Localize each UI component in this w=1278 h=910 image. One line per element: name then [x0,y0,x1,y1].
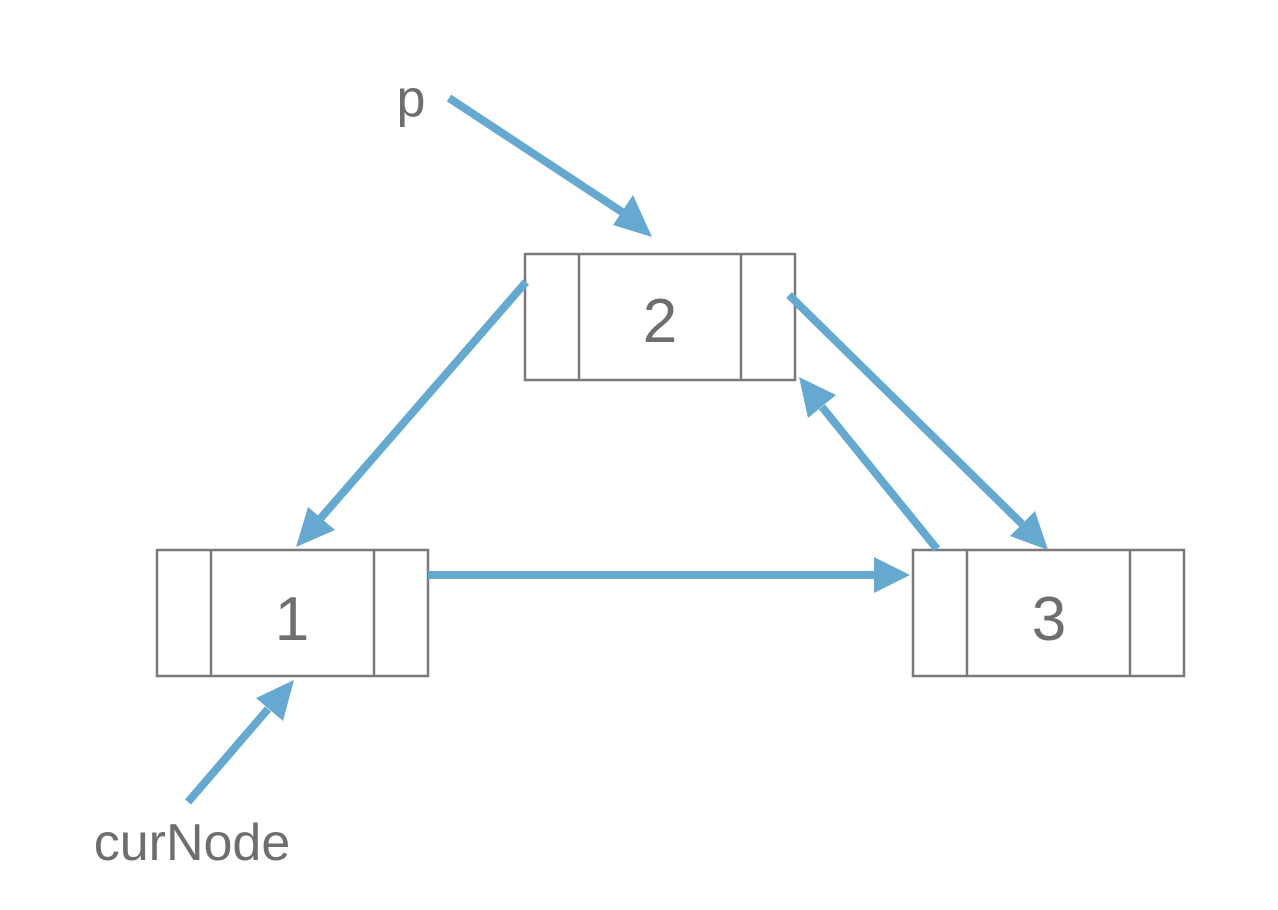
node-2: 2 [523,252,797,382]
pointer-label-p: p [397,70,426,128]
arrow-node-3-to-node-2 [799,377,941,552]
node-2-value: 2 [643,287,677,356]
node-2-outline [523,252,797,382]
arrow-p-to-node-2 [446,94,652,237]
node-1-value: 1 [275,585,309,654]
arrow-node-2-to-node-3 [786,292,1048,550]
node-3: 3 [911,548,1186,678]
arrow-curnode-to-node-1 [184,680,294,805]
arrow-node-2-to-node-1 [296,279,530,547]
node-3-value: 3 [1032,585,1066,654]
node-1-outline [155,548,430,678]
pointer-label-curnode: curNode [94,814,291,872]
node-3-outline [911,548,1186,678]
node-1: 1 [155,548,430,678]
arrow-node-1-to-node-3 [428,557,910,593]
